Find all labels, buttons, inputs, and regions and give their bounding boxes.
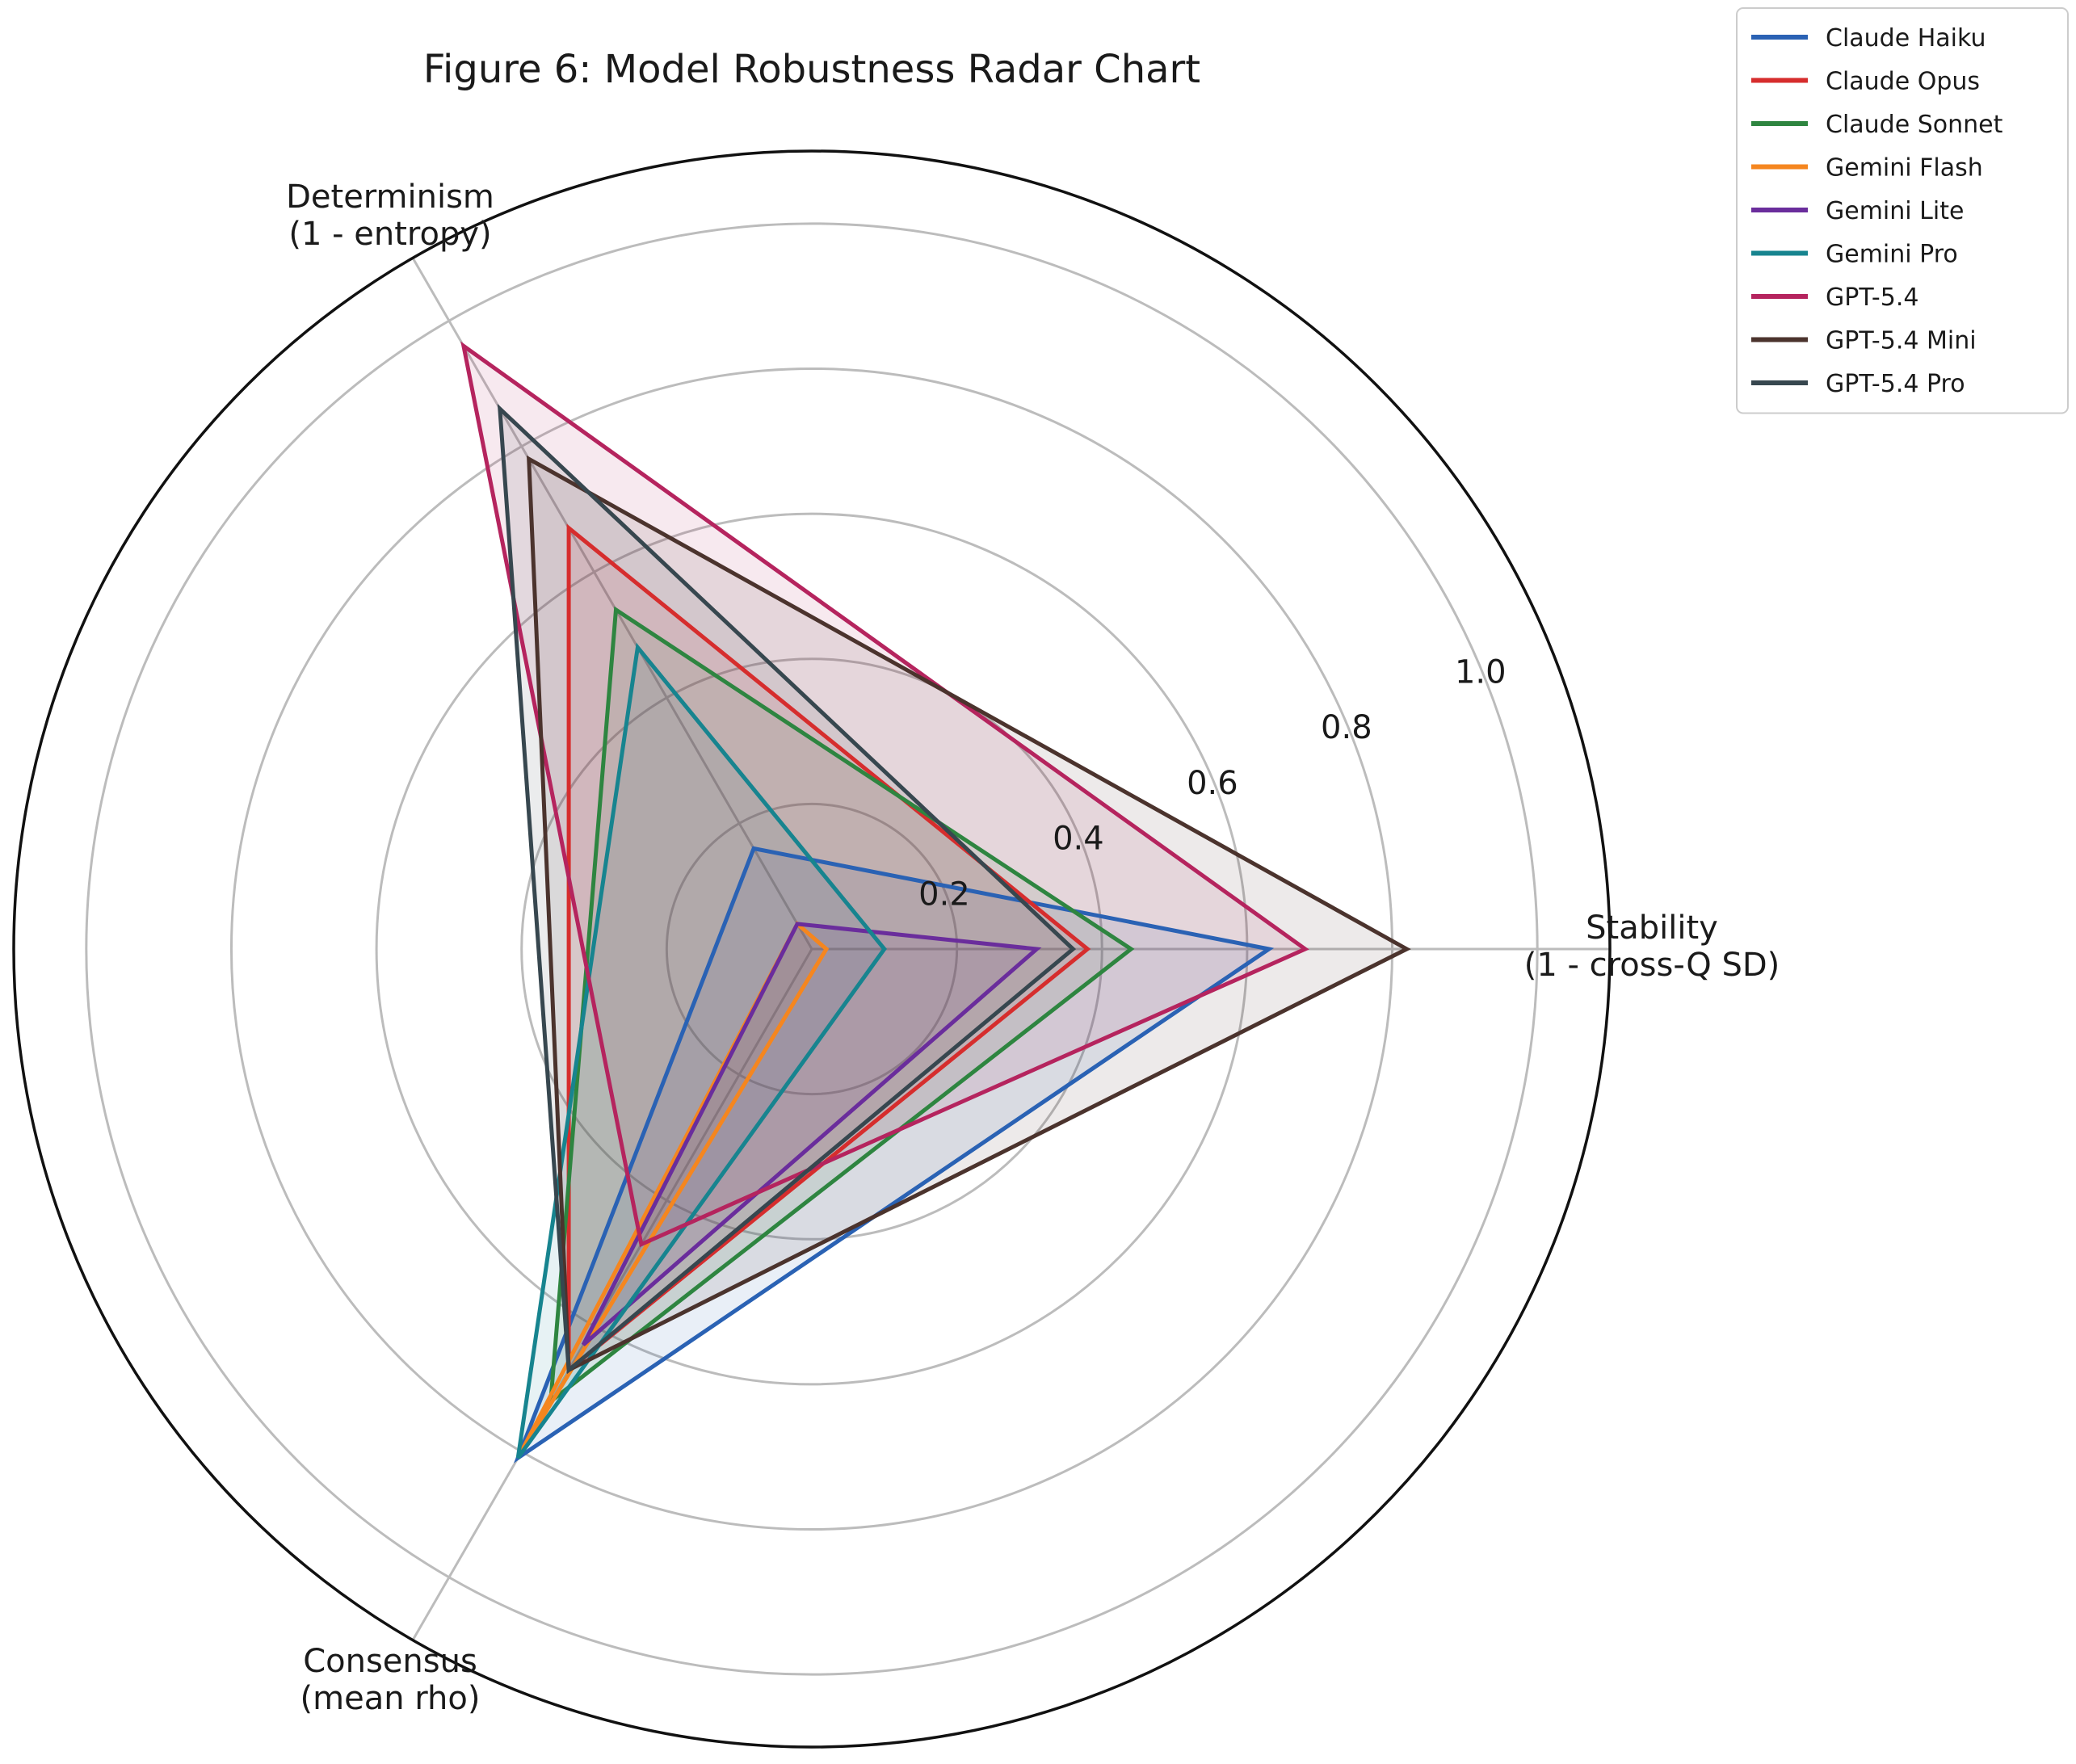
r-tick-label: 0.8: [1321, 709, 1372, 746]
axis-label-stability: (1 - cross-Q SD): [1524, 947, 1780, 984]
axis-label-consensus: (mean rho): [300, 1680, 481, 1717]
axis-label-consensus: Consensus: [303, 1643, 477, 1680]
legend-label: Gemini Flash: [1826, 154, 1983, 183]
radial-tick-labels: 0.2 0.4 0.6 0.8 1.0: [918, 653, 1506, 913]
series-line-7: [527, 455, 1411, 1374]
series-fill-0: [518, 848, 1269, 1459]
chart-title: Figure 6: Model Robustness Radar Chart: [423, 47, 1200, 92]
series-line-6: [460, 341, 1309, 1248]
series-line-8: [497, 403, 1077, 1375]
series-fill-2: [550, 610, 1132, 1402]
axis-label-determinism: (1 - entropy): [288, 216, 491, 253]
series-line-5: [515, 642, 887, 1460]
axis-label-stability: Stability: [1586, 909, 1718, 947]
legend-label: Gemini Lite: [1826, 197, 1964, 225]
legend-label: Claude Opus: [1826, 68, 1980, 96]
legend-label: Claude Sonnet: [1826, 111, 2003, 139]
legend-box: [1736, 7, 2069, 414]
legend-label: Gemini Pro: [1826, 241, 1958, 269]
legend-label: GPT-5.4: [1826, 284, 1918, 312]
series-line-0: [513, 846, 1275, 1464]
r-tick-label: 0.4: [1053, 821, 1104, 858]
legend-label: Claude Haiku: [1826, 24, 1986, 52]
axis-spoke-determinism: [411, 257, 813, 950]
axis-labels: Stability(1 - cross-Q SD) Determinism(1 -…: [286, 178, 1780, 1717]
series-line-4: [581, 922, 1042, 1346]
legend-label: GPT-5.4 Pro: [1826, 370, 1965, 398]
r-tick-label: 0.2: [918, 876, 970, 913]
radial-grid: [12, 149, 1612, 1749]
r-tick-label: 1.0: [1455, 653, 1507, 691]
series-group: [460, 341, 1411, 1464]
axis-spoke-consensus: [411, 948, 813, 1641]
series-fill-7: [528, 459, 1407, 1371]
series-fill-4: [583, 923, 1037, 1345]
r-tick-label: 0.6: [1187, 765, 1238, 802]
axis-label-determinism: Determinism: [286, 178, 494, 216]
series-line-3: [515, 920, 830, 1460]
legend-label: GPT-5.4 Mini: [1826, 327, 1977, 355]
outer-frame: [12, 149, 1612, 1749]
